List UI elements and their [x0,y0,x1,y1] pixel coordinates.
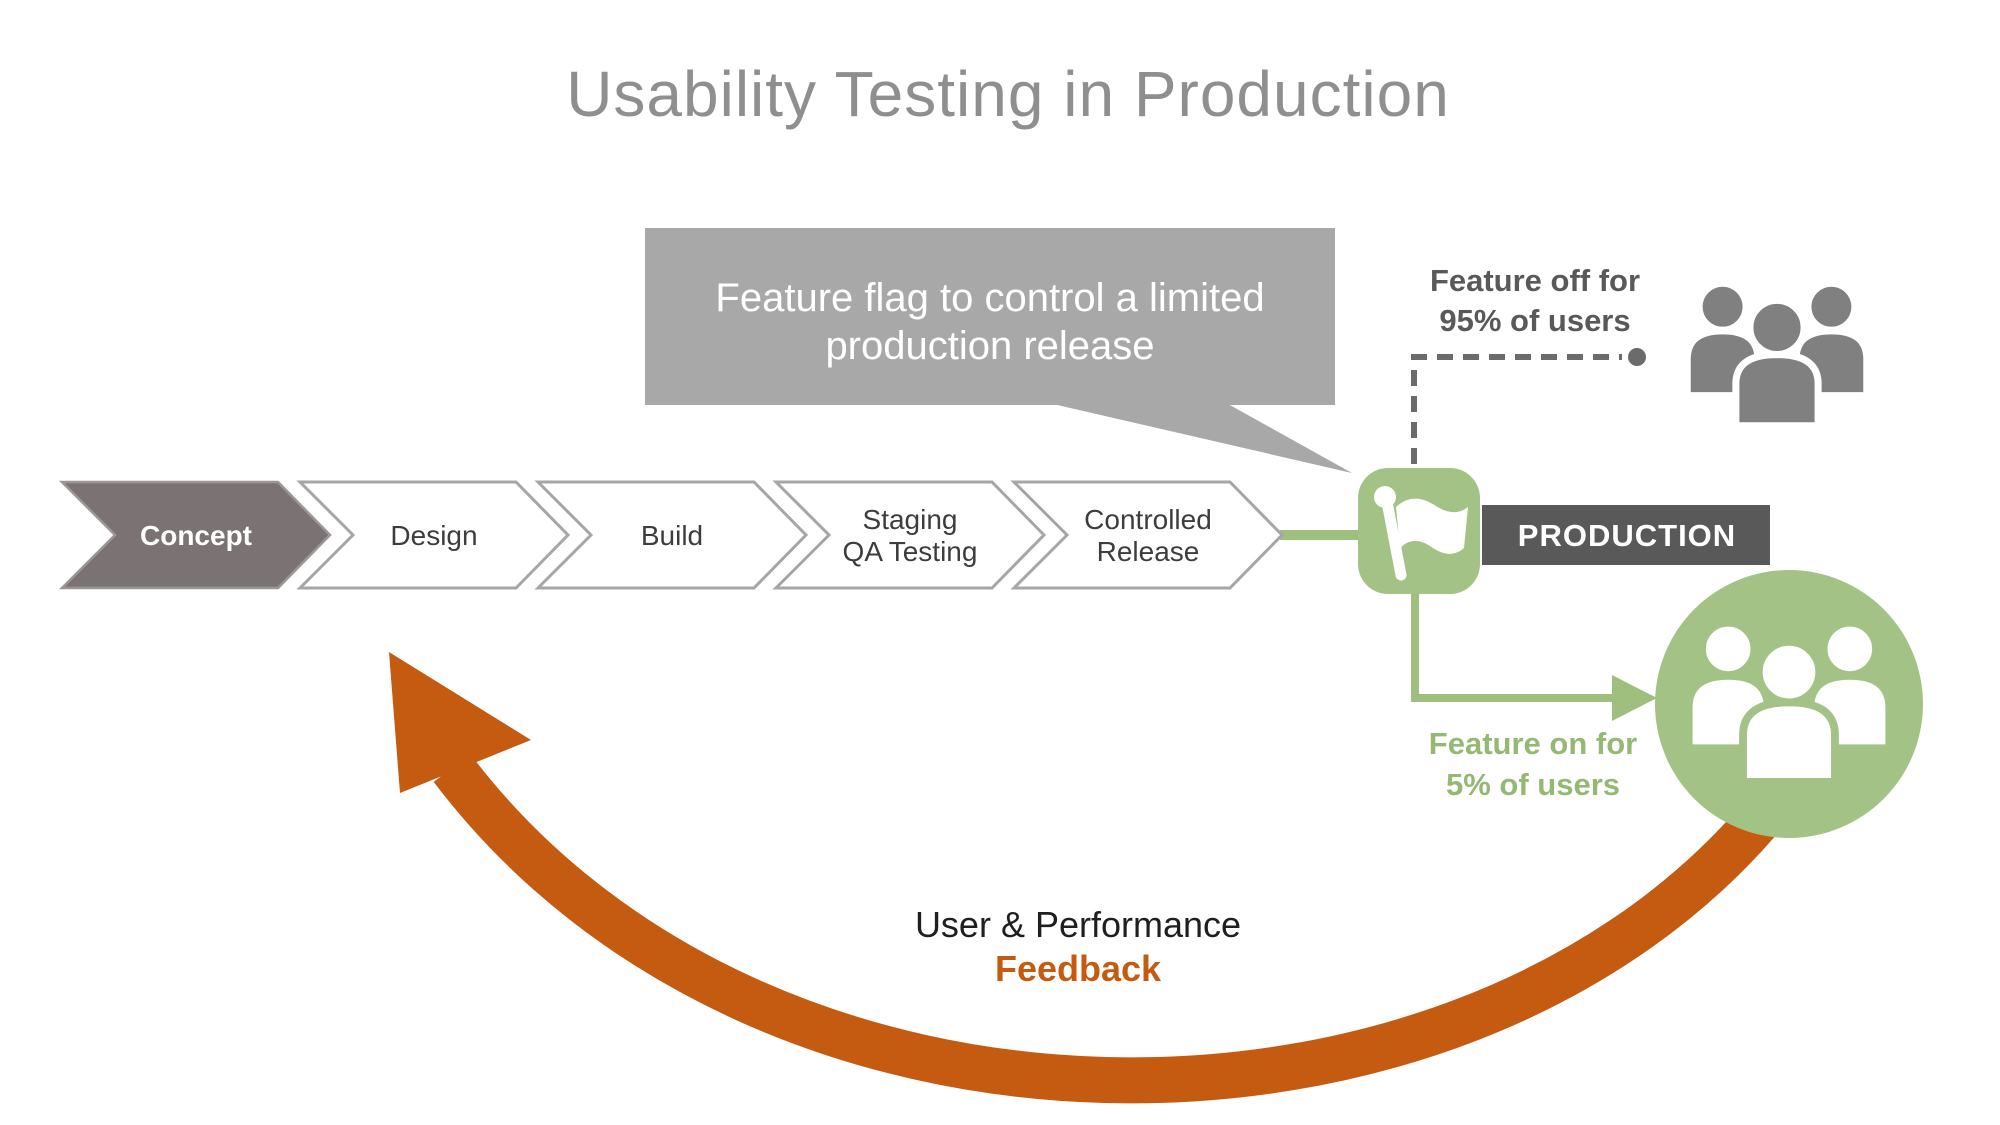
feedback-arrowhead-icon [389,652,531,793]
callout-tail [1053,404,1352,473]
flag-connector-line [1280,530,1365,540]
feedback-emphasis: Feedback [994,948,1162,989]
feature-on-connector [1411,592,1616,702]
users-group-icon-off [1684,280,1870,430]
users-group-icon-on [1685,619,1893,786]
process-chevrons [58,480,1285,590]
feedback-title: User & Performance [914,904,1242,945]
stage-controlled-release-label: Controlled Release [1084,504,1212,567]
chevron-build [534,480,809,590]
dashed-connector [1411,354,1622,464]
stage-build-label: Build [640,520,704,551]
chevron-controlled [1010,480,1285,590]
stage-design-label: Design [390,520,478,551]
feature-on-arrowhead-icon [1612,675,1657,721]
chevron-staging [772,480,1047,590]
production-label: PRODUCTION [1517,518,1737,553]
callout-box [645,228,1335,405]
chevron-design [296,480,571,590]
production-box [1482,505,1770,565]
flag-icon [1374,486,1468,581]
callout-text: Feature flag to control a limited produc… [715,276,1265,368]
chevron-concept [58,480,332,590]
dashed-connector-dot [1628,348,1646,366]
stage-staging-label: Staging QA Testing [842,504,978,567]
feature-off-label: Feature off for 95% of users [1429,263,1641,338]
stage-concept-label: Concept [140,520,252,551]
page-title: Usability Testing in Production [566,58,1450,130]
feedback-arc [433,754,1775,1104]
feature-on-label: Feature on for 5% of users [1428,726,1638,802]
